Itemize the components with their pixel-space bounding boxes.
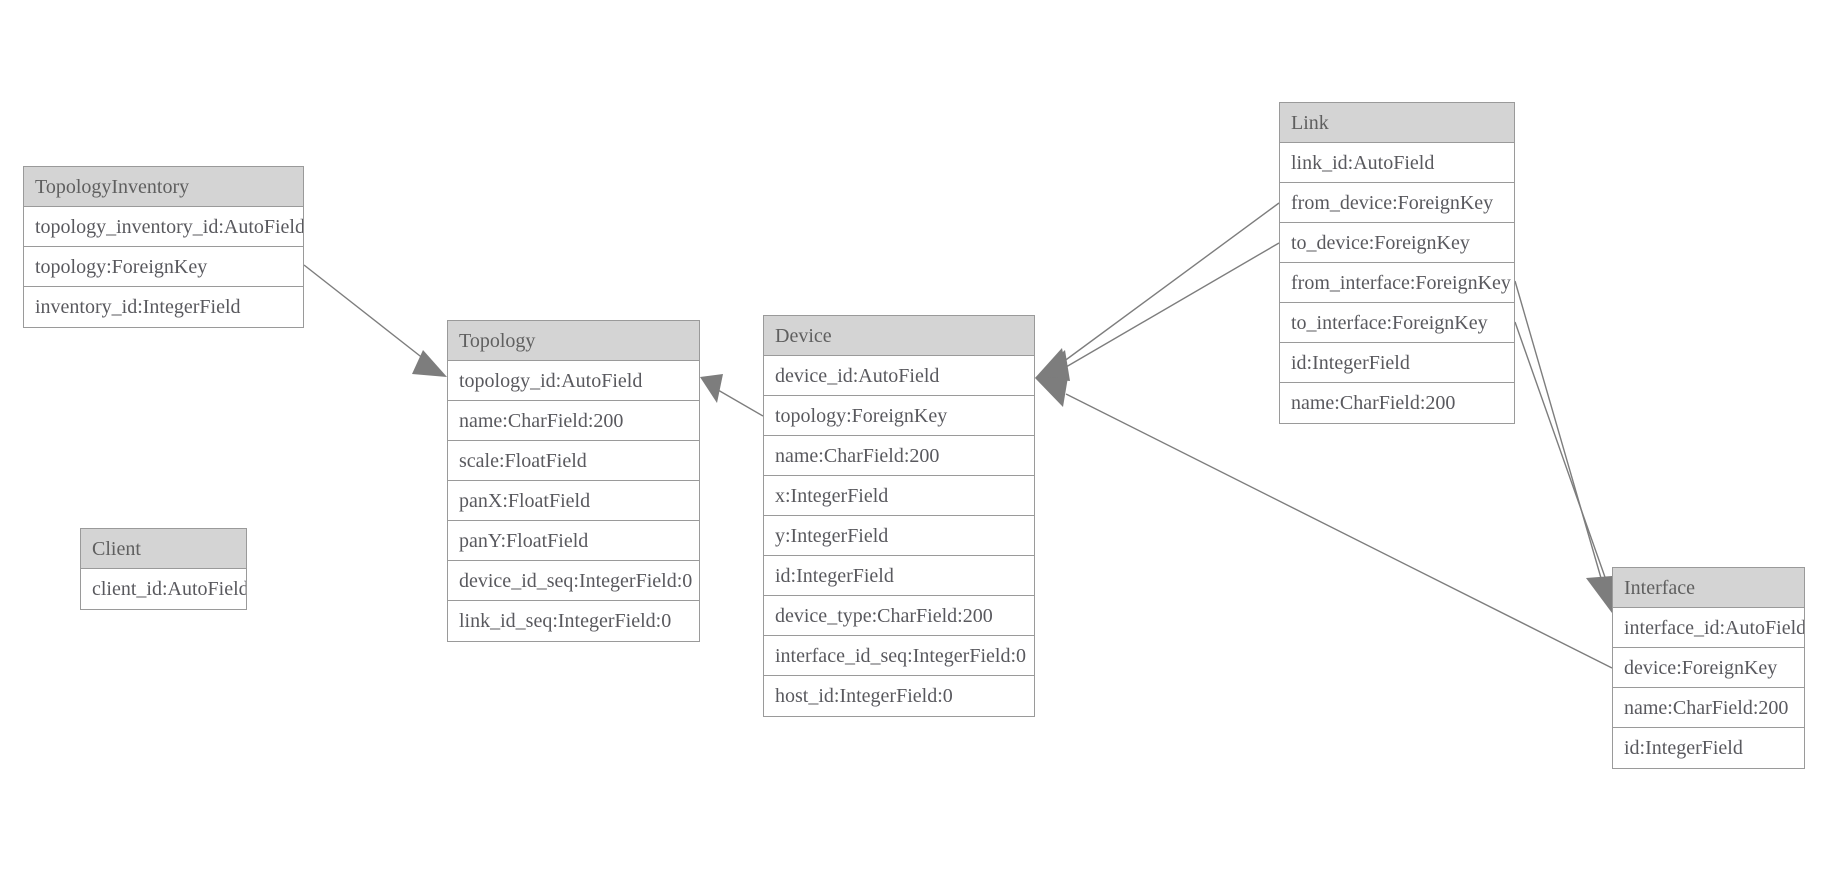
entity-title: Interface (1613, 568, 1804, 608)
entity-title: Client (81, 529, 246, 569)
entity-field-row: host_id:IntegerField:0 (764, 676, 1034, 716)
entity-device[interactable]: Device device_id:AutoField topology:Fore… (763, 315, 1035, 717)
edge-topologyinventory-topology (303, 264, 447, 377)
entity-field-row: interface_id_seq:IntegerField:0 (764, 636, 1034, 676)
edge-link-to-interface (1514, 321, 1616, 614)
edge-link-to-device (1035, 242, 1280, 381)
entity-topology[interactable]: Topology topology_id:AutoField name:Char… (447, 320, 700, 642)
entity-field-row: device_id:AutoField (764, 356, 1034, 396)
edge-device-topology (700, 374, 764, 417)
entity-title: Link (1280, 103, 1514, 143)
entity-field-row: id:IntegerField (1613, 728, 1804, 768)
entity-title: Topology (448, 321, 699, 361)
entity-field-row: topology_inventory_id:AutoField (24, 207, 303, 247)
entity-field-row: interface_id:AutoField (1613, 608, 1804, 648)
entity-field-row: scale:FloatField (448, 441, 699, 481)
entity-field-row: to_device:ForeignKey (1280, 223, 1514, 263)
entity-field-row: link_id_seq:IntegerField:0 (448, 601, 699, 641)
entity-field-row: client_id:AutoField (81, 569, 246, 609)
entity-title: Device (764, 316, 1034, 356)
entity-interface[interactable]: Interface interface_id:AutoField device:… (1612, 567, 1805, 769)
entity-field-row: inventory_id:IntegerField (24, 287, 303, 327)
entity-field-row: topology_id:AutoField (448, 361, 699, 401)
entity-field-row: panX:FloatField (448, 481, 699, 521)
entity-field-row: name:CharField:200 (1280, 383, 1514, 423)
entity-field-row: id:IntegerField (764, 556, 1034, 596)
entity-field-row: y:IntegerField (764, 516, 1034, 556)
edge-link-from-device (1035, 202, 1280, 379)
entity-field-row: name:CharField:200 (448, 401, 699, 441)
entity-field-row: to_interface:ForeignKey (1280, 303, 1514, 343)
entity-link[interactable]: Link link_id:AutoField from_device:Forei… (1279, 102, 1515, 424)
entity-field-row: from_device:ForeignKey (1280, 183, 1514, 223)
entity-field-row: id:IntegerField (1280, 343, 1514, 383)
entity-client[interactable]: Client client_id:AutoField (80, 528, 247, 610)
entity-field-row: name:CharField:200 (1613, 688, 1804, 728)
entity-field-row: topology:ForeignKey (764, 396, 1034, 436)
entity-field-row: panY:FloatField (448, 521, 699, 561)
edge-link-from-interface (1514, 280, 1612, 613)
entity-field-row: name:CharField:200 (764, 436, 1034, 476)
entity-field-row: topology:ForeignKey (24, 247, 303, 287)
entity-topology-inventory[interactable]: TopologyInventory topology_inventory_id:… (23, 166, 304, 328)
entity-field-row: x:IntegerField (764, 476, 1034, 516)
entity-field-row: device_id_seq:IntegerField:0 (448, 561, 699, 601)
entity-field-row: device_type:CharField:200 (764, 596, 1034, 636)
entity-field-row: from_interface:ForeignKey (1280, 263, 1514, 303)
entity-field-row: device:ForeignKey (1613, 648, 1804, 688)
entity-title: TopologyInventory (24, 167, 303, 207)
entity-field-row: link_id:AutoField (1280, 143, 1514, 183)
